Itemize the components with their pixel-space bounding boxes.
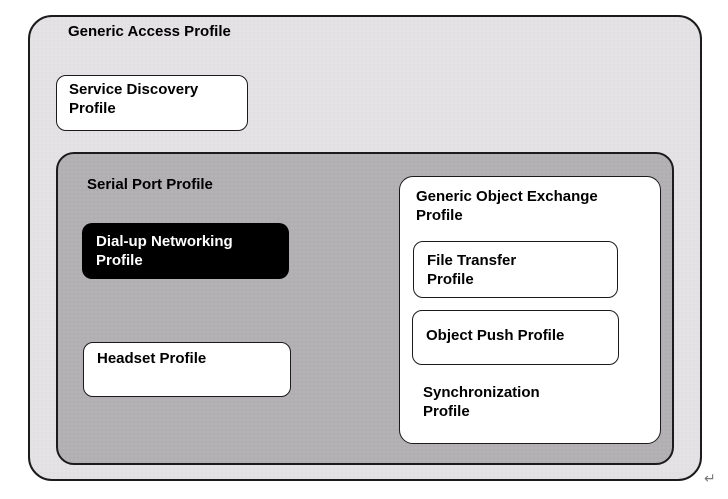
serial-port-profile-label: Serial Port Profile <box>87 176 213 193</box>
dialup-networking-profile-label: Dial-up Networking Profile <box>96 233 233 269</box>
generic-object-exchange-profile-label: Generic Object Exchange Profile <box>416 188 598 224</box>
object-push-profile-label: Object Push Profile <box>426 327 565 344</box>
service-discovery-profile-label: Service Discovery Profile <box>69 81 199 117</box>
headset-profile-box: Headset Profile <box>83 342 291 397</box>
serial-port-profile-box: Serial Port Profile Dial-up Networking P… <box>56 152 674 465</box>
synchronization-profile-label: Synchronization Profile <box>423 384 540 420</box>
object-push-profile-box: Object Push Profile <box>412 310 619 365</box>
headset-profile-label: Headset Profile <box>97 350 207 367</box>
generic-access-profile-label: Generic Access Profile <box>68 23 231 40</box>
generic-access-profile-box: Generic Access Profile Service Discovery… <box>28 15 702 481</box>
paragraph-return-mark: ↵ <box>704 470 716 486</box>
dialup-networking-profile-box: Dial-up Networking Profile <box>82 223 289 279</box>
service-discovery-profile-box: Service Discovery Profile <box>56 75 248 131</box>
file-transfer-profile-box: File Transfer Profile <box>413 241 618 298</box>
generic-object-exchange-profile-box: Generic Object Exchange Profile File Tra… <box>399 176 661 444</box>
file-transfer-profile-label: File Transfer Profile <box>427 252 517 288</box>
